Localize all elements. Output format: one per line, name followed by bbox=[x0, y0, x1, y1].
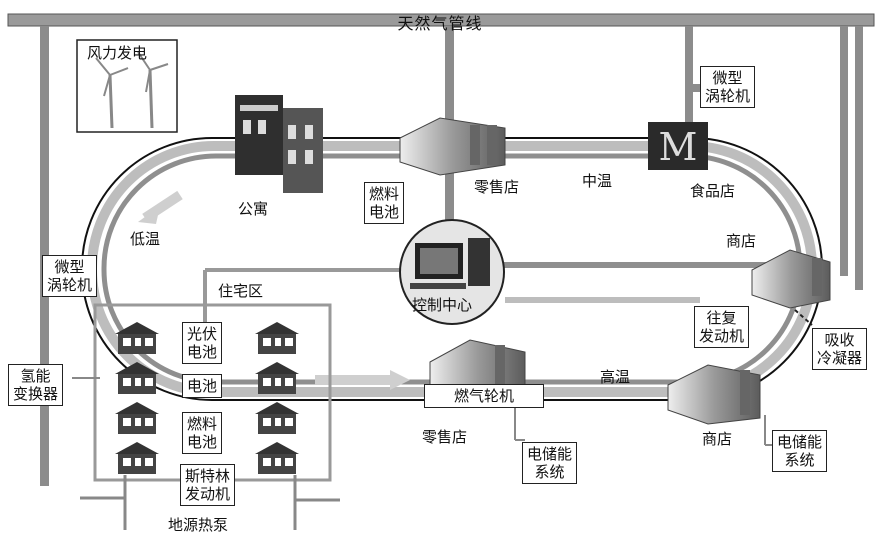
shop-right-label: 商店 bbox=[726, 232, 757, 250]
high-temp-label: 高温 bbox=[600, 368, 631, 386]
reciprocating-engine-box: 往复 发动机 bbox=[694, 306, 750, 348]
stirling-engine-box: 斯特林 发动机 bbox=[180, 464, 236, 506]
battery-box: 电池 bbox=[182, 374, 223, 398]
storage-left-line2: 系统 bbox=[534, 463, 565, 481]
shop-bottom-building-icon bbox=[667, 364, 761, 425]
hydrogen-converter-box: 氢能 变换器 bbox=[8, 364, 64, 406]
fuel-cell-res-line1: 燃料 bbox=[187, 415, 218, 433]
flow-arrow bbox=[390, 370, 410, 390]
fuel-cell-res-box: 燃料 电池 bbox=[182, 412, 223, 454]
food-store-building-icon: M bbox=[648, 122, 708, 170]
retail-top-label: 零售店 bbox=[474, 178, 520, 196]
gas-turbine-label: 燃气轮机 bbox=[453, 387, 514, 405]
storage-right-line2: 系统 bbox=[784, 451, 815, 469]
retail-store-building-icon bbox=[399, 117, 506, 176]
geothermal-pump-label: 地源热泵 bbox=[168, 516, 229, 534]
stirling-engine-line1: 斯特林 bbox=[185, 467, 231, 485]
absorption-chiller-line1: 吸收 bbox=[824, 331, 855, 349]
absorption-chiller-box: 吸收 冷凝器 bbox=[812, 328, 868, 370]
micro-turbine-top-box: 微型 涡轮机 bbox=[700, 66, 756, 108]
wind-turbine-box bbox=[76, 39, 178, 133]
wind-power-label: 风力发电 bbox=[87, 44, 148, 62]
residential-area-label: 住宅区 bbox=[218, 282, 264, 300]
shop-bottom-label: 商店 bbox=[702, 430, 733, 448]
storage-right-box: 电储能 系统 bbox=[772, 430, 828, 472]
control-center-icon bbox=[399, 219, 505, 325]
fuel-cell-top-line1: 燃料 bbox=[369, 185, 400, 203]
hydrogen-converter-line2: 变换器 bbox=[13, 385, 59, 403]
storage-right-line1: 电储能 bbox=[777, 433, 823, 451]
photovoltaic-line1: 光伏 bbox=[187, 325, 218, 343]
medium-temp-label: 中温 bbox=[582, 172, 613, 190]
fuel-cell-top-box: 燃料 电池 bbox=[364, 182, 405, 224]
photovoltaic-line2: 电池 bbox=[187, 343, 218, 361]
gas-pipeline-label: 天然气管线 bbox=[397, 14, 483, 33]
fuel-cell-top-line2: 电池 bbox=[369, 203, 400, 221]
shop-right-building-icon bbox=[751, 249, 831, 309]
storage-left-box: 电储能 系统 bbox=[522, 442, 578, 484]
micro-turbine-top-line2: 涡轮机 bbox=[705, 87, 751, 105]
micro-turbine-left-line1: 微型 bbox=[54, 258, 85, 276]
absorption-chiller-line2: 冷凝器 bbox=[817, 349, 863, 367]
stirling-engine-line2: 发动机 bbox=[185, 485, 231, 503]
apartment-buildings-icon bbox=[235, 95, 323, 193]
low-temp-label: 低温 bbox=[130, 230, 161, 248]
micro-turbine-top-line1: 微型 bbox=[712, 69, 743, 87]
gas-turbine-box: 燃气轮机 bbox=[424, 384, 544, 408]
reciprocating-engine-line1: 往复 bbox=[706, 309, 737, 327]
storage-left-line1: 电储能 bbox=[527, 445, 573, 463]
retail-bottom-label: 零售店 bbox=[422, 428, 468, 446]
hydrogen-converter-line1: 氢能 bbox=[20, 367, 51, 385]
photovoltaic-box: 光伏 电池 bbox=[182, 322, 223, 364]
svg-text:M: M bbox=[659, 125, 698, 169]
connectors bbox=[72, 309, 813, 446]
control-center-label: 控制中心 bbox=[412, 296, 473, 314]
micro-turbine-left-line2: 涡轮机 bbox=[47, 276, 93, 294]
reciprocating-engine-line2: 发动机 bbox=[699, 327, 745, 345]
apartment-label: 公寓 bbox=[238, 200, 269, 218]
battery-label: 电池 bbox=[187, 377, 218, 395]
micro-turbine-left-box: 微型 涡轮机 bbox=[42, 255, 98, 297]
fuel-cell-res-line2: 电池 bbox=[187, 433, 218, 451]
food-store-label: 食品店 bbox=[690, 182, 736, 200]
